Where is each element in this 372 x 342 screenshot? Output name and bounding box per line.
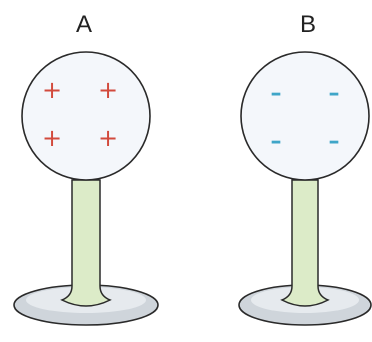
- charge-a-1: +: [42, 76, 62, 104]
- sphere-b: [240, 51, 370, 181]
- apparatus-b: – – – –: [238, 51, 372, 326]
- charge-b-3: –: [271, 129, 282, 154]
- charge-b-1: –: [271, 81, 282, 106]
- charge-b-2: –: [329, 81, 340, 106]
- charge-a-3: +: [42, 124, 62, 152]
- apparatus-a: + + + +: [13, 51, 159, 326]
- stem-a: [60, 179, 112, 307]
- label-b: B: [299, 11, 316, 38]
- stem-b: [280, 179, 330, 307]
- charge-a-4: +: [98, 124, 118, 152]
- label-a: A: [75, 11, 92, 38]
- charge-b-4: –: [329, 129, 340, 154]
- sphere-a: [21, 51, 151, 181]
- charge-a-2: +: [98, 76, 118, 104]
